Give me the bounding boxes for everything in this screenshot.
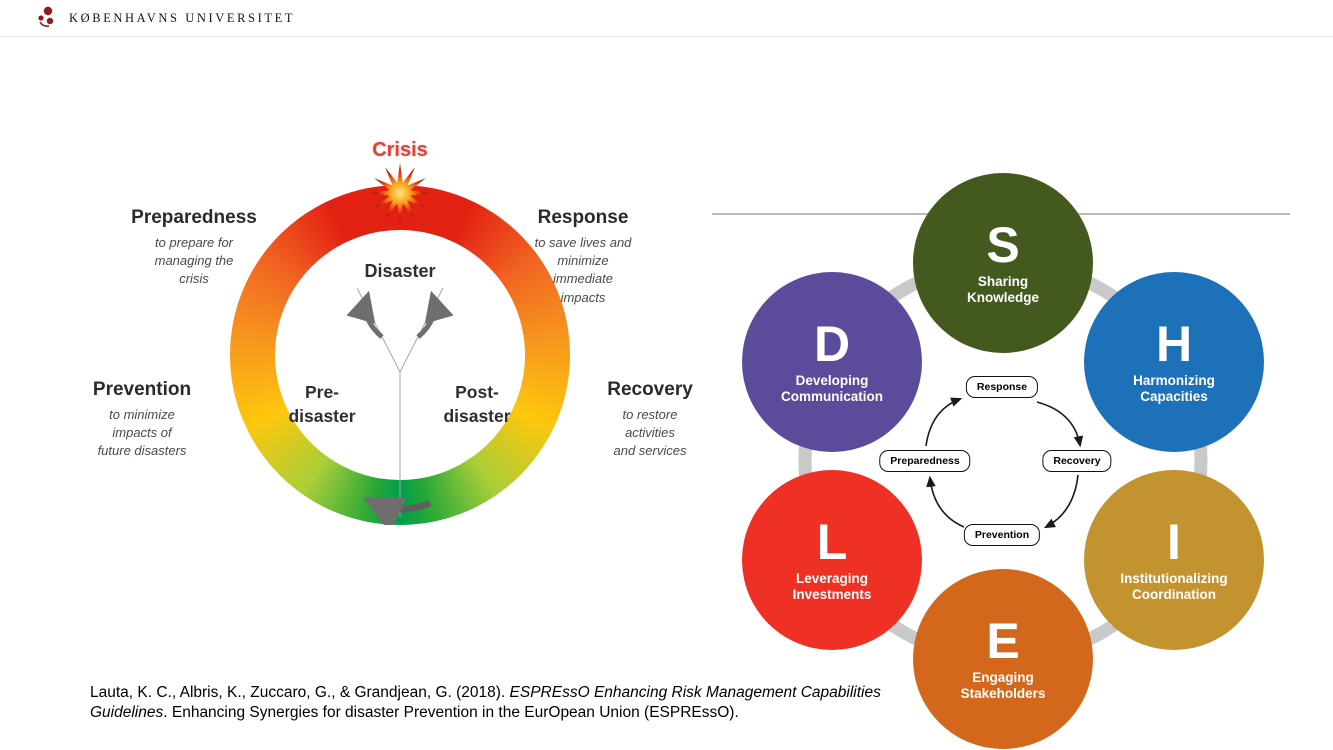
post-disaster-label: Post- disaster <box>443 382 511 426</box>
espresso-node-leveraging-investments: L Leveraging Investments <box>742 470 922 650</box>
cycle-box-preparedness: Preparedness <box>879 450 971 472</box>
espresso-node-institutionalizing-coordination: I Institutionalizing Coordination <box>1084 470 1264 650</box>
citation-title: ESPREssO Enhancing Risk Management Capab… <box>90 684 881 721</box>
node-label: Developing Communication <box>780 372 883 404</box>
citation-authors: Lauta, K. C., Albris, K., Zuccaro, G., &… <box>90 684 510 701</box>
disaster-label: Disaster <box>364 261 436 281</box>
phase-response: Response to save lives and minimize imme… <box>498 207 668 307</box>
crisis-starburst-icon <box>370 163 430 223</box>
node-label: Institutionalizing Coordination <box>1120 570 1228 602</box>
node-label: Leveraging Investments <box>792 570 872 602</box>
phase-description: to restore activities and services <box>613 407 687 459</box>
phase-description: to prepare for managing the crisis <box>154 235 234 287</box>
node-letter: E <box>986 612 1020 669</box>
university-name: KØBENHAVNS UNIVERSITET <box>69 10 296 25</box>
cycle-box-recovery: Recovery <box>1042 450 1112 472</box>
citation: Lauta, K. C., Albris, K., Zuccaro, G., &… <box>90 683 885 723</box>
pre-disaster-label: Pre- disaster <box>288 382 356 426</box>
espresso-diagram: S Sharing Knowledge H Harmonizing Capaci… <box>712 160 1327 750</box>
cycle-arrows <box>925 397 1084 529</box>
espresso-node-developing-communication: D Developing Communication <box>742 272 922 452</box>
espresso-node-sharing-knowledge: S Sharing Knowledge <box>913 173 1093 353</box>
node-label: Engaging Stakeholders <box>960 669 1046 701</box>
disaster-cycle-diagram: Crisis <box>80 135 720 665</box>
node-letter: D <box>813 315 851 372</box>
header: KØBENHAVNS UNIVERSITET <box>0 0 1333 37</box>
node-label: Harmonizing Capacities <box>1133 372 1215 404</box>
university-logo-icon <box>38 6 54 27</box>
ring-inner-graphics <box>346 287 454 525</box>
espresso-node-harmonizing-capacities: H Harmonizing Capacities <box>1084 272 1264 452</box>
cycle-ring: Disaster Pre- disaster Post- disaster <box>230 163 570 525</box>
phase-prevention: Prevention to minimize impacts of future… <box>57 379 227 461</box>
phase-title: Prevention <box>92 379 192 400</box>
espresso-node-engaging-stakeholders: E Engaging Stakeholders <box>913 569 1093 749</box>
phase-preparedness: Preparedness to prepare for managing the… <box>109 207 279 289</box>
citation-rest: . Enhancing Synergies for disaster Preve… <box>163 703 739 721</box>
cycle-box-response: Response <box>965 376 1039 398</box>
crisis-label: Crisis <box>372 139 428 161</box>
node-letter: H <box>1155 315 1193 372</box>
node-label: Sharing Knowledge <box>966 273 1039 305</box>
phase-title: Response <box>537 207 629 228</box>
node-letter: L <box>816 513 848 570</box>
node-letter: I <box>1167 513 1181 570</box>
phase-title: Recovery <box>607 379 693 400</box>
node-letter: S <box>986 216 1020 273</box>
phase-recovery: Recovery to restore activities and servi… <box>565 379 735 461</box>
cycle-box-prevention: Prevention <box>963 524 1041 546</box>
phase-description: to save lives and minimize immediate imp… <box>534 235 632 305</box>
phase-description: to minimize impacts of future disasters <box>97 407 187 459</box>
phase-title: Preparedness <box>131 207 257 228</box>
